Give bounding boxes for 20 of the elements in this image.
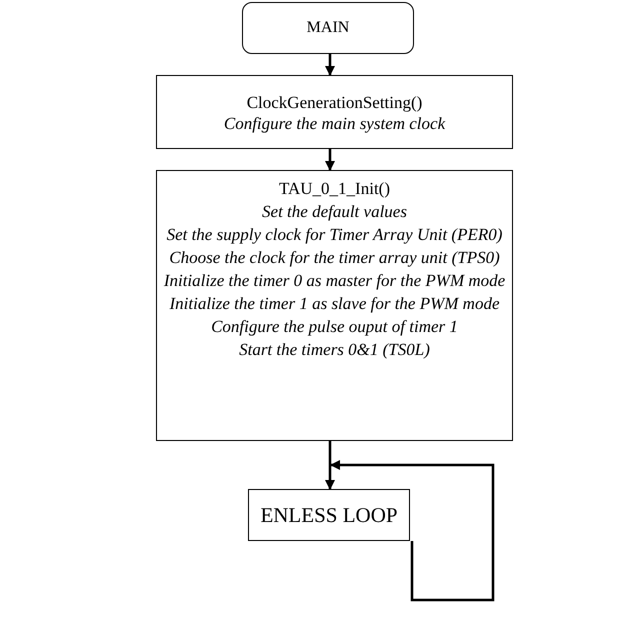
- function-name: ENLESS LOOP: [260, 503, 398, 527]
- step-description: Configure the main system clock: [224, 113, 446, 134]
- arrow: [325, 149, 335, 171]
- step-description: Initialize the timer 0 as master for the PWM mode: [164, 270, 506, 292]
- terminal-box: [242, 2, 414, 54]
- step-description: Choose the clock for the timer array unit (TPS0): [169, 247, 500, 269]
- step-description: Initialize the timer 1 as slave for the PWM mode: [169, 293, 500, 315]
- arrow: [330, 460, 494, 602]
- function-name: TAU_0_1_Init(): [278, 178, 390, 200]
- function-name: ClockGenerationSetting(): [246, 92, 422, 113]
- arrow: [325, 441, 335, 490]
- step-description: Configure the pulse ouput of timer 1: [211, 316, 458, 338]
- step-description: Set the default values: [262, 201, 407, 223]
- process-box: [156, 170, 513, 441]
- process-box: [156, 75, 513, 149]
- process-box: [248, 489, 410, 541]
- function-name: MAIN: [306, 18, 350, 38]
- step-description: Set the supply clock for Timer Array Unit (PER0): [166, 224, 502, 246]
- arrow: [325, 54, 335, 76]
- step-description: Start the timers 0&1 (TS0L): [239, 339, 430, 361]
